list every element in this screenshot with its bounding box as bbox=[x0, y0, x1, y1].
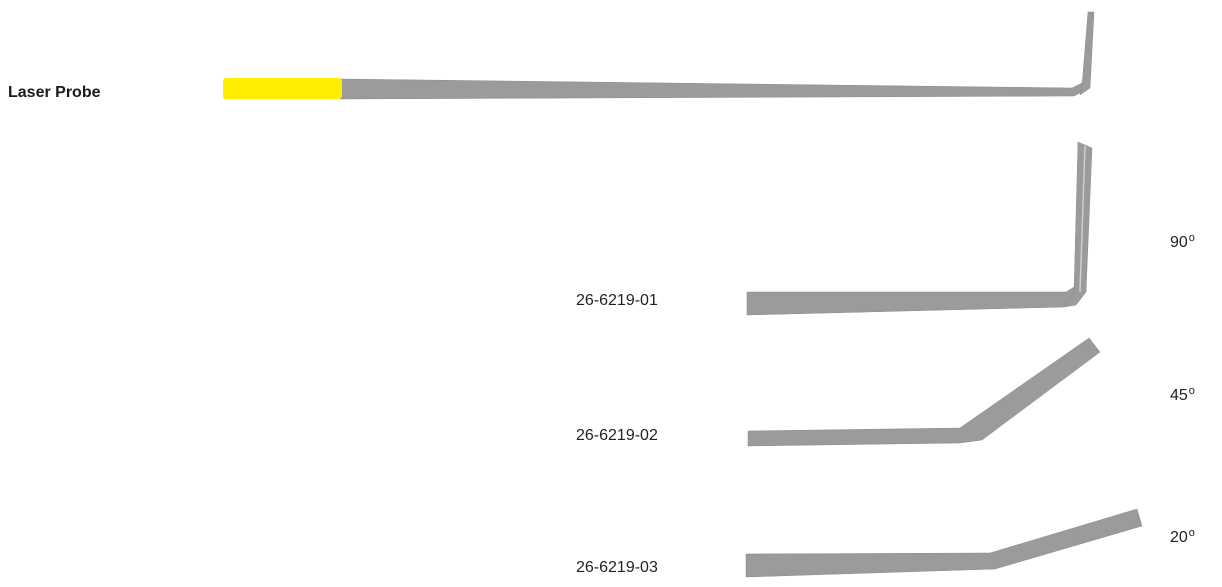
variant-code-03: 26-6219-03 bbox=[576, 559, 658, 576]
probe-handle bbox=[223, 78, 342, 99]
probe-tip bbox=[1079, 11, 1095, 96]
product-title: Laser Probe bbox=[8, 84, 101, 101]
variant-angle-45: 45o bbox=[1170, 385, 1195, 404]
variant-code-02: 26-6219-02 bbox=[576, 427, 658, 444]
tip-90-shaft bbox=[746, 286, 1077, 316]
variant-code-01: 26-6219-01 bbox=[576, 292, 658, 309]
variant-angle-20: 20o bbox=[1170, 527, 1195, 546]
probe-shaft bbox=[339, 78, 1087, 100]
tip-45-shaft bbox=[747, 337, 1101, 447]
variant-angle-90: 90o bbox=[1170, 232, 1195, 251]
tip-20-shaft bbox=[745, 508, 1143, 578]
tip-90-bend bbox=[1063, 141, 1093, 308]
